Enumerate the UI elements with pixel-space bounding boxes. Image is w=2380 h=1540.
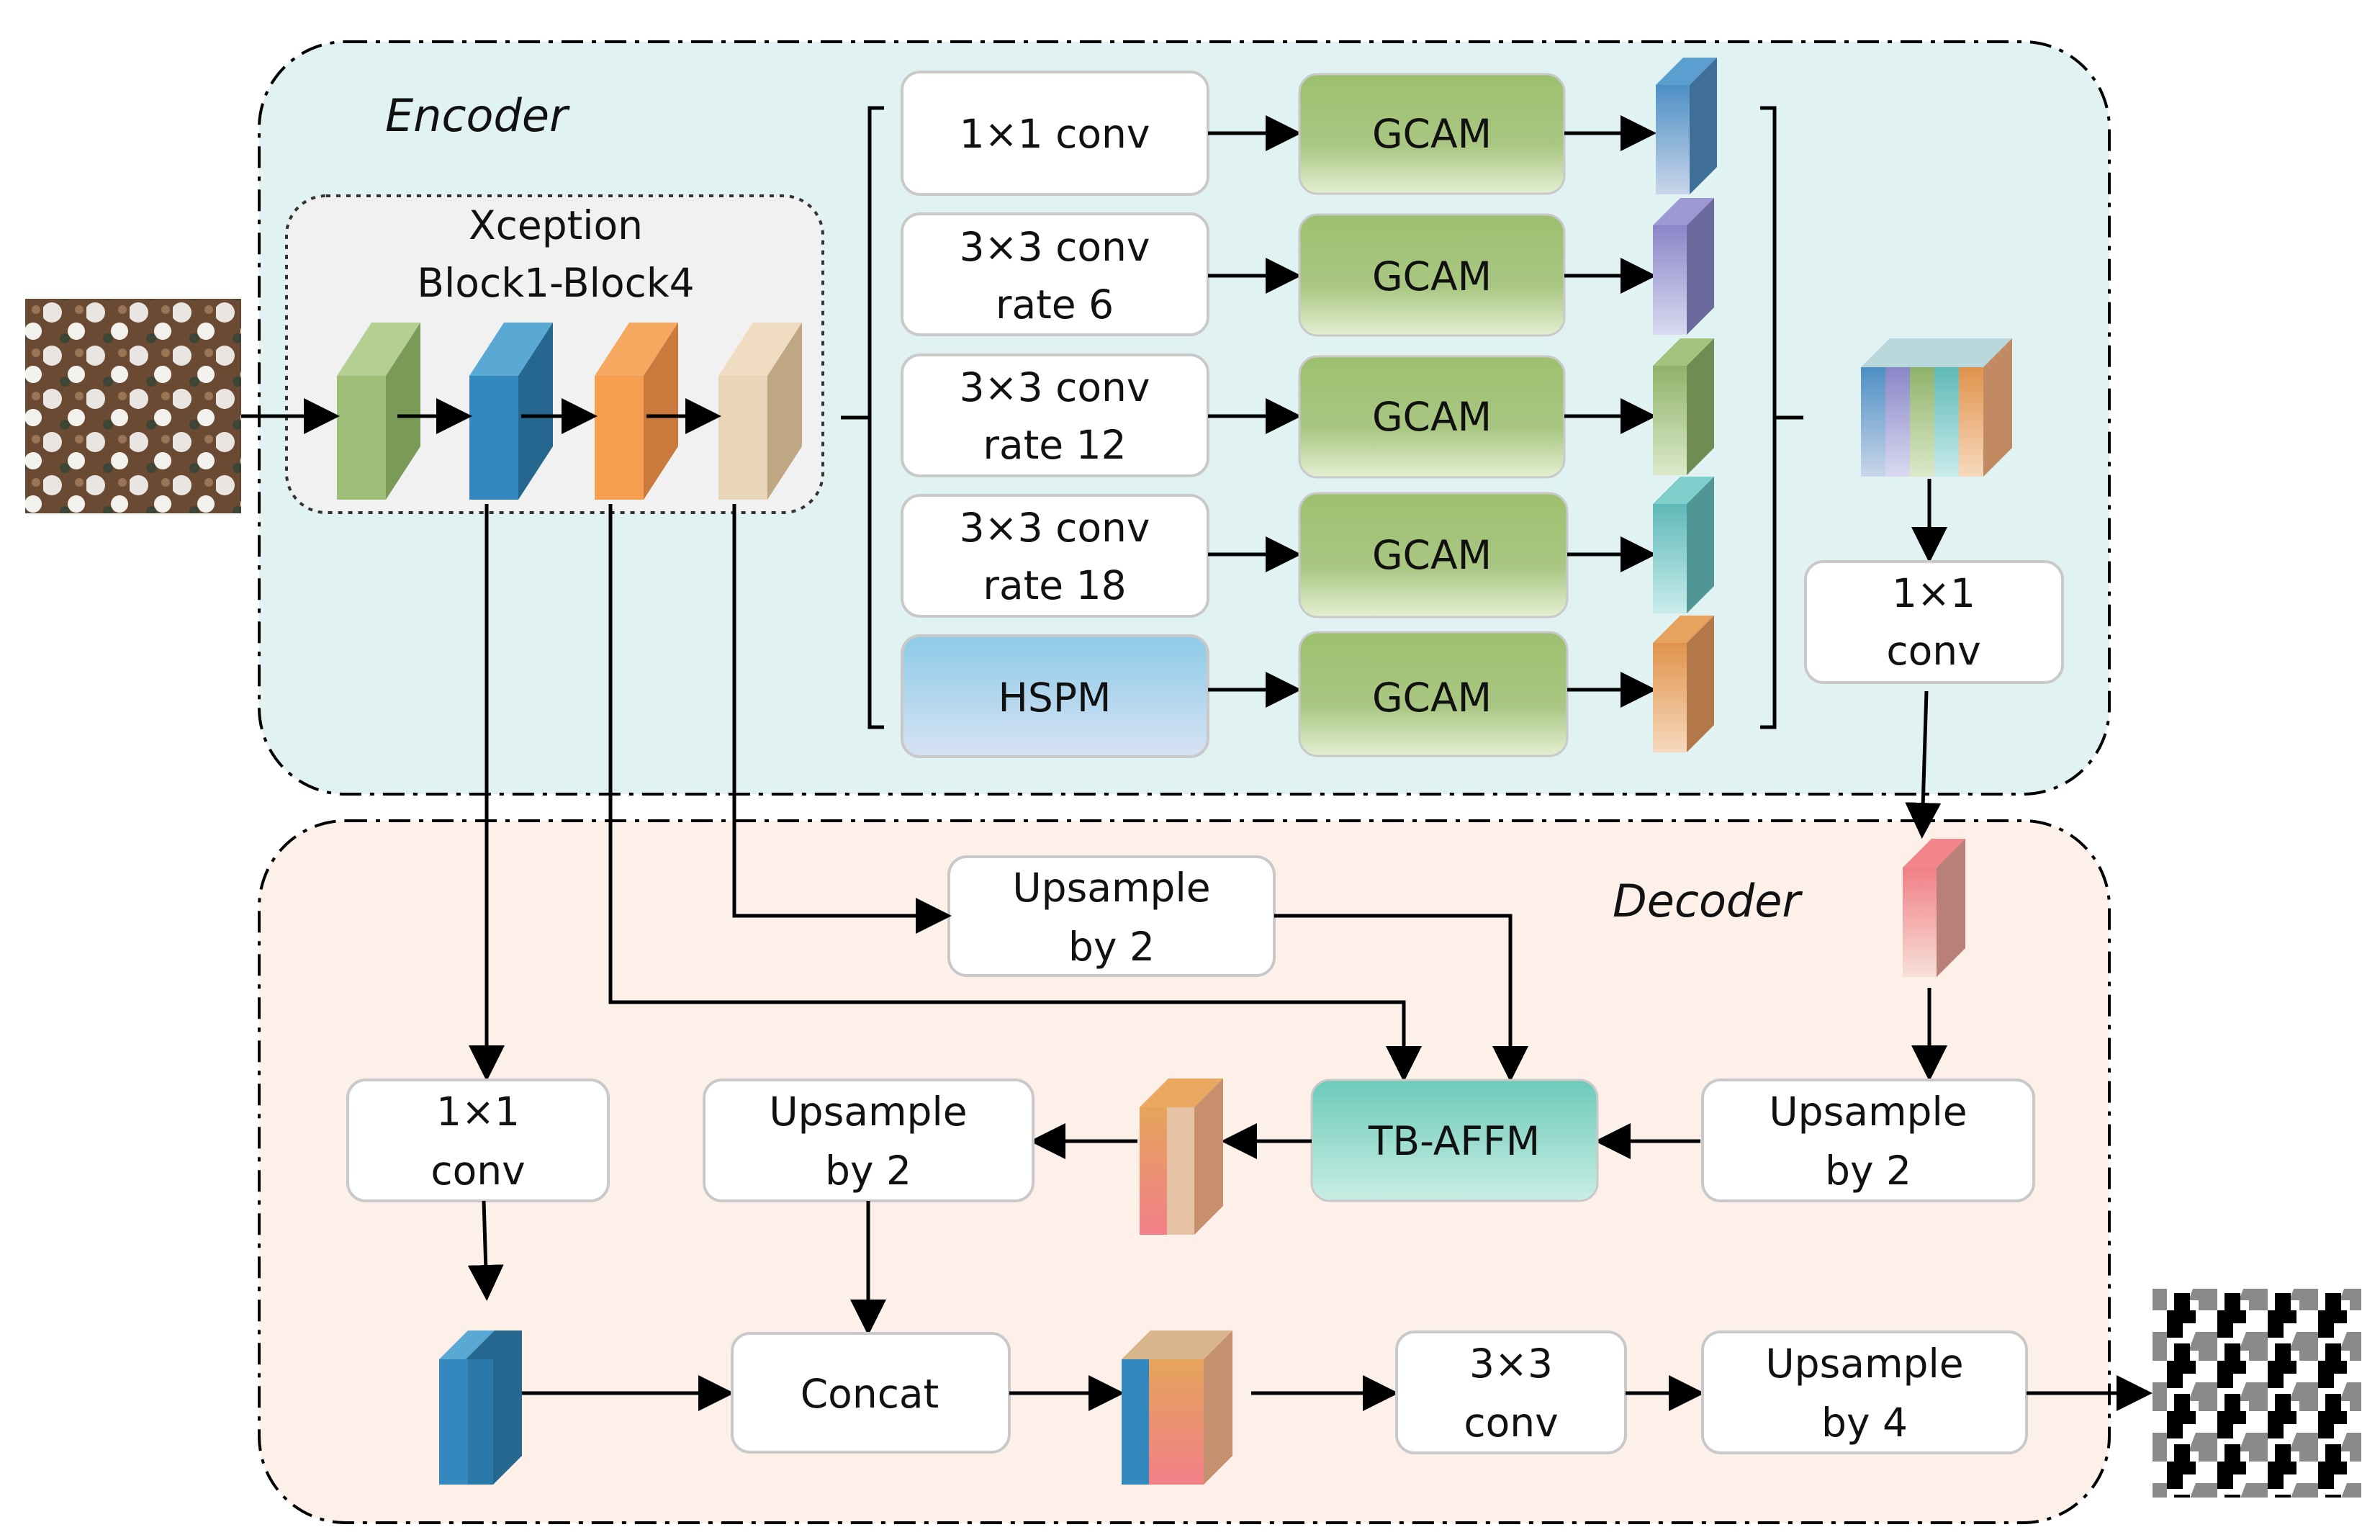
gcam-label-5: GCAM	[1372, 675, 1492, 721]
upsample-right-line2: by 2	[1825, 1148, 1911, 1194]
encoder-output-feature	[1903, 839, 1965, 977]
input-satellite-image	[25, 299, 241, 513]
backbone-block-1	[337, 323, 420, 500]
backbone-label-line2: Block1-Block4	[417, 260, 694, 306]
final-conv-line2: conv	[1464, 1400, 1558, 1446]
aspp-left-bracket	[841, 106, 884, 729]
backbone-block-4	[718, 323, 802, 500]
encoder-1x1-conv-box	[1804, 560, 2064, 684]
arrow-upsample-top-to-tbaffm	[1274, 914, 1528, 1082]
concatenated-feature-stack	[1861, 338, 2012, 477]
decoder-title: Decoder	[1613, 875, 1803, 927]
upsample-right-box	[1701, 1079, 2035, 1202]
low-level-feature	[439, 1330, 522, 1485]
branch-1-label: 1×1 conv	[960, 111, 1150, 157]
concat-label: Concat	[801, 1371, 939, 1417]
arrow-conv-to-pink-feature	[1905, 690, 1942, 839]
feature-map-branch-1	[1656, 58, 1717, 194]
encoder-conv-line2: conv	[1886, 628, 1980, 674]
feature-map-branch-3	[1653, 338, 1714, 475]
aspp-right-bracket	[1760, 106, 1803, 729]
feature-map-branch-2	[1653, 198, 1714, 335]
output-segmentation-mask	[2153, 1289, 2361, 1498]
encoder-conv-line1: 1×1	[1892, 570, 1975, 616]
branch-2-label-line2: rate 6	[996, 282, 1114, 328]
feature-map-branch-4	[1653, 477, 1714, 613]
gcam-label-3: GCAM	[1372, 394, 1492, 440]
upsample-top-line2: by 2	[1068, 924, 1155, 970]
backbone-block-3	[595, 323, 678, 500]
decoder-conv-line1: 1×1	[436, 1089, 520, 1135]
decoder-1x1-conv-box	[346, 1079, 610, 1202]
branch-2-label-line1: 3×3 conv	[960, 224, 1150, 270]
upsample-final-line2: by 4	[1821, 1400, 1908, 1446]
tb-affm-label: TB-AFFM	[1368, 1118, 1540, 1164]
gcam-box-5	[1298, 631, 1569, 757]
upsample-right-line1: Upsample	[1769, 1089, 1967, 1135]
skip-block3-to-tbaffm	[608, 504, 1422, 1082]
upsample-top-line1: Upsample	[1012, 865, 1210, 911]
upsample-mid-line2: by 2	[825, 1148, 911, 1194]
skip-block4-to-upsample	[732, 504, 952, 934]
arrow-conv-to-blue-feature	[467, 1200, 504, 1301]
hspm-box	[901, 634, 1209, 758]
encoder-title: Encoder	[385, 89, 570, 142]
gcam-label-1: GCAM	[1372, 111, 1492, 157]
branch-3-label-line1: 3×3 conv	[960, 364, 1150, 410]
branch-3-label-line2: rate 12	[983, 422, 1126, 468]
upsample-final-line1: Upsample	[1765, 1341, 1963, 1387]
decoder-conv-line2: conv	[431, 1148, 525, 1194]
branch-4-label-line2: rate 18	[983, 562, 1126, 608]
upsample-mid-line1: Upsample	[769, 1089, 967, 1135]
gcam-label-2: GCAM	[1372, 253, 1492, 300]
branch-4-label-line1: 3×3 conv	[960, 505, 1150, 551]
gcam-label-4: GCAM	[1372, 532, 1492, 578]
hspm-label: HSPM	[999, 675, 1112, 721]
decoder-concat-stack	[1122, 1330, 1232, 1485]
tbaffm-output-feature	[1140, 1079, 1223, 1235]
backbone-block-2	[469, 323, 553, 500]
feature-map-branch-5	[1653, 616, 1714, 752]
final-conv-line1: 3×3	[1469, 1341, 1553, 1387]
backbone-label-line1: Xception	[469, 202, 643, 248]
